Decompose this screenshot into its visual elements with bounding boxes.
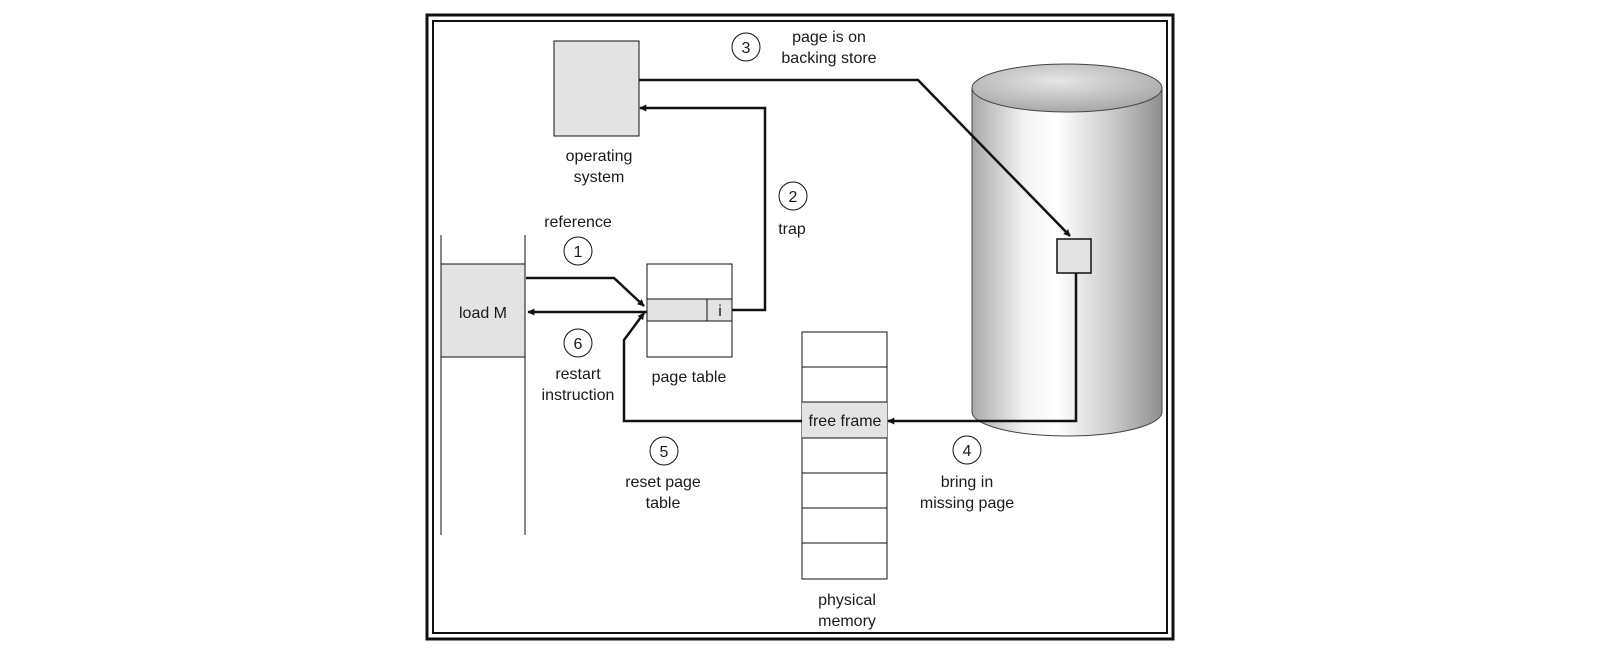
step-4-label-line2: missing page (920, 495, 1014, 512)
step-1: reference 1 (544, 214, 612, 266)
os-label-line1: operating (566, 148, 633, 165)
process-memory (440, 235, 526, 535)
load-instruction-label: load M (459, 305, 507, 322)
free-frame (802, 402, 887, 438)
operating-system-box (553, 40, 640, 137)
step-2-label: trap (778, 221, 806, 238)
arrow-reset-table (622, 312, 802, 423)
step-6-circle (563, 328, 593, 358)
arrow-trap (639, 104, 767, 312)
free-frame-label: free frame (809, 413, 882, 430)
step-3-number: 3 (742, 40, 751, 57)
page-on-disk (1056, 238, 1092, 274)
step-5-circle (649, 436, 679, 466)
step-6-label-line1: restart (555, 366, 601, 383)
step-3: 3 page is on backing store (731, 29, 877, 67)
physical-memory-label-line2: memory (818, 613, 876, 630)
step-3-circle (731, 32, 761, 62)
step-5-label-line2: table (646, 495, 681, 512)
physical-memory-label-line1: physical (818, 592, 876, 609)
step-3-label-line2: backing store (781, 50, 876, 67)
step-2: 2 trap (778, 181, 808, 238)
diagram-frame (425, 13, 1175, 641)
page-table-label: page table (652, 369, 727, 386)
invalid-bit: i (718, 303, 722, 320)
step-2-number: 2 (789, 189, 798, 206)
step-1-label: reference (544, 214, 612, 231)
step-4-number: 4 (963, 443, 972, 460)
step-5: 5 reset page table (625, 436, 701, 512)
step-6-label-line2: instruction (542, 387, 615, 404)
physical-memory (801, 331, 888, 580)
step-4-label-line1: bring in (941, 474, 993, 491)
load-instruction-box (440, 263, 526, 358)
step-5-number: 5 (660, 444, 669, 461)
step-1-number: 1 (574, 244, 583, 261)
arrow-backing-store (639, 78, 1071, 237)
arrow-reference (526, 276, 645, 307)
step-6-number: 6 (574, 336, 583, 353)
step-4-circle (952, 435, 982, 465)
os-label-line2: system (574, 169, 625, 186)
page-table (646, 263, 733, 358)
step-5-label-line1: reset page (625, 474, 701, 491)
arrow-bring-in (887, 273, 1078, 425)
step-2-circle (778, 181, 808, 211)
step-6: 6 restart instruction (542, 328, 615, 404)
step-4: 4 bring in missing page (920, 435, 1014, 512)
step-1-circle (563, 236, 593, 266)
step-3-label-line1: page is on (792, 29, 866, 46)
